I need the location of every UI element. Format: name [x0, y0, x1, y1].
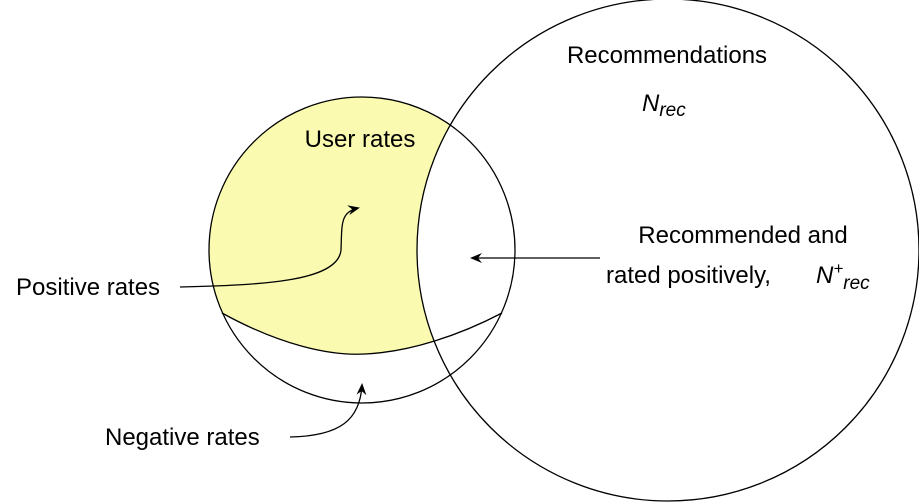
user-rates-label: User rates [305, 126, 416, 153]
recommendations-label: Recommendations [567, 42, 767, 69]
positive-rates-arrow [179, 205, 360, 288]
positive-negative-divider [221, 312, 503, 355]
negative-rates-label: Negative rates [105, 424, 260, 451]
user-rates-circle [208, 96, 516, 404]
negative-rates-arrow [289, 383, 367, 438]
positive-rates-label: Positive rates [16, 274, 160, 301]
n-rec-label: Nrec [642, 90, 686, 121]
recommended-and-label: Recommended and [638, 222, 847, 249]
n-plus-rec-label: N+rec [816, 259, 870, 294]
rated-positively-label: rated positively, [606, 262, 771, 289]
recommendations-circle [416, 0, 919, 502]
